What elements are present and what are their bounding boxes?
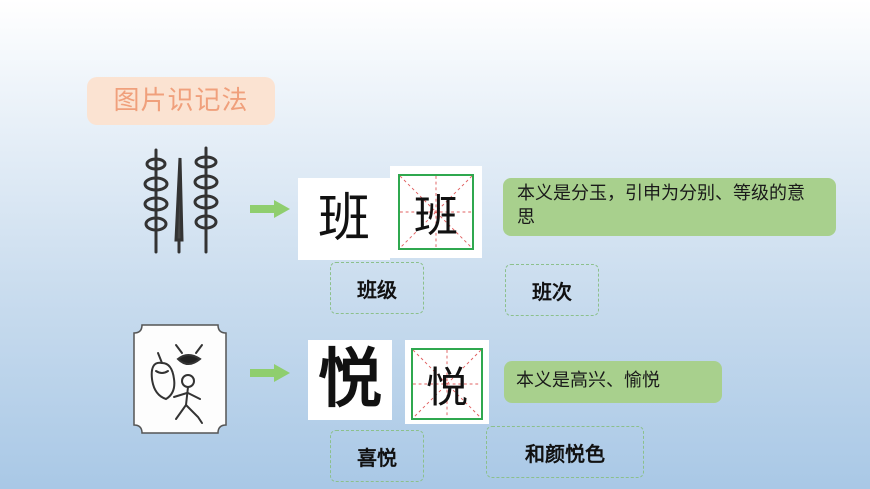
meaning-box: 本义是高兴、愉悦 [504, 361, 722, 403]
calligraphy-card: 悦 [308, 340, 392, 420]
ancient-ban-glyph-picture [132, 140, 228, 258]
calligraphy-card: 班 [298, 178, 390, 260]
ancient-yue-glyph-picture [132, 323, 228, 435]
word-card[interactable]: 班级 [330, 262, 424, 314]
tianzige-card: 悦 [405, 340, 489, 424]
tianzige-card: 班 [390, 166, 482, 258]
grid-character: 班 [414, 191, 458, 242]
section-title: 图片识记法 [87, 77, 275, 125]
calligraphy-character: 悦 [318, 342, 382, 417]
word-card[interactable]: 班次 [505, 264, 599, 316]
arrow-right-icon [250, 364, 290, 382]
grid-character: 悦 [425, 362, 468, 412]
arrow-right-icon [250, 200, 290, 218]
calligraphy-character: 班 [317, 189, 370, 249]
meaning-box: 本义是分玉，引申为分别、等级的意思 [503, 178, 836, 236]
word-card[interactable]: 和颜悦色 [486, 426, 644, 478]
word-card[interactable]: 喜悦 [330, 430, 424, 482]
